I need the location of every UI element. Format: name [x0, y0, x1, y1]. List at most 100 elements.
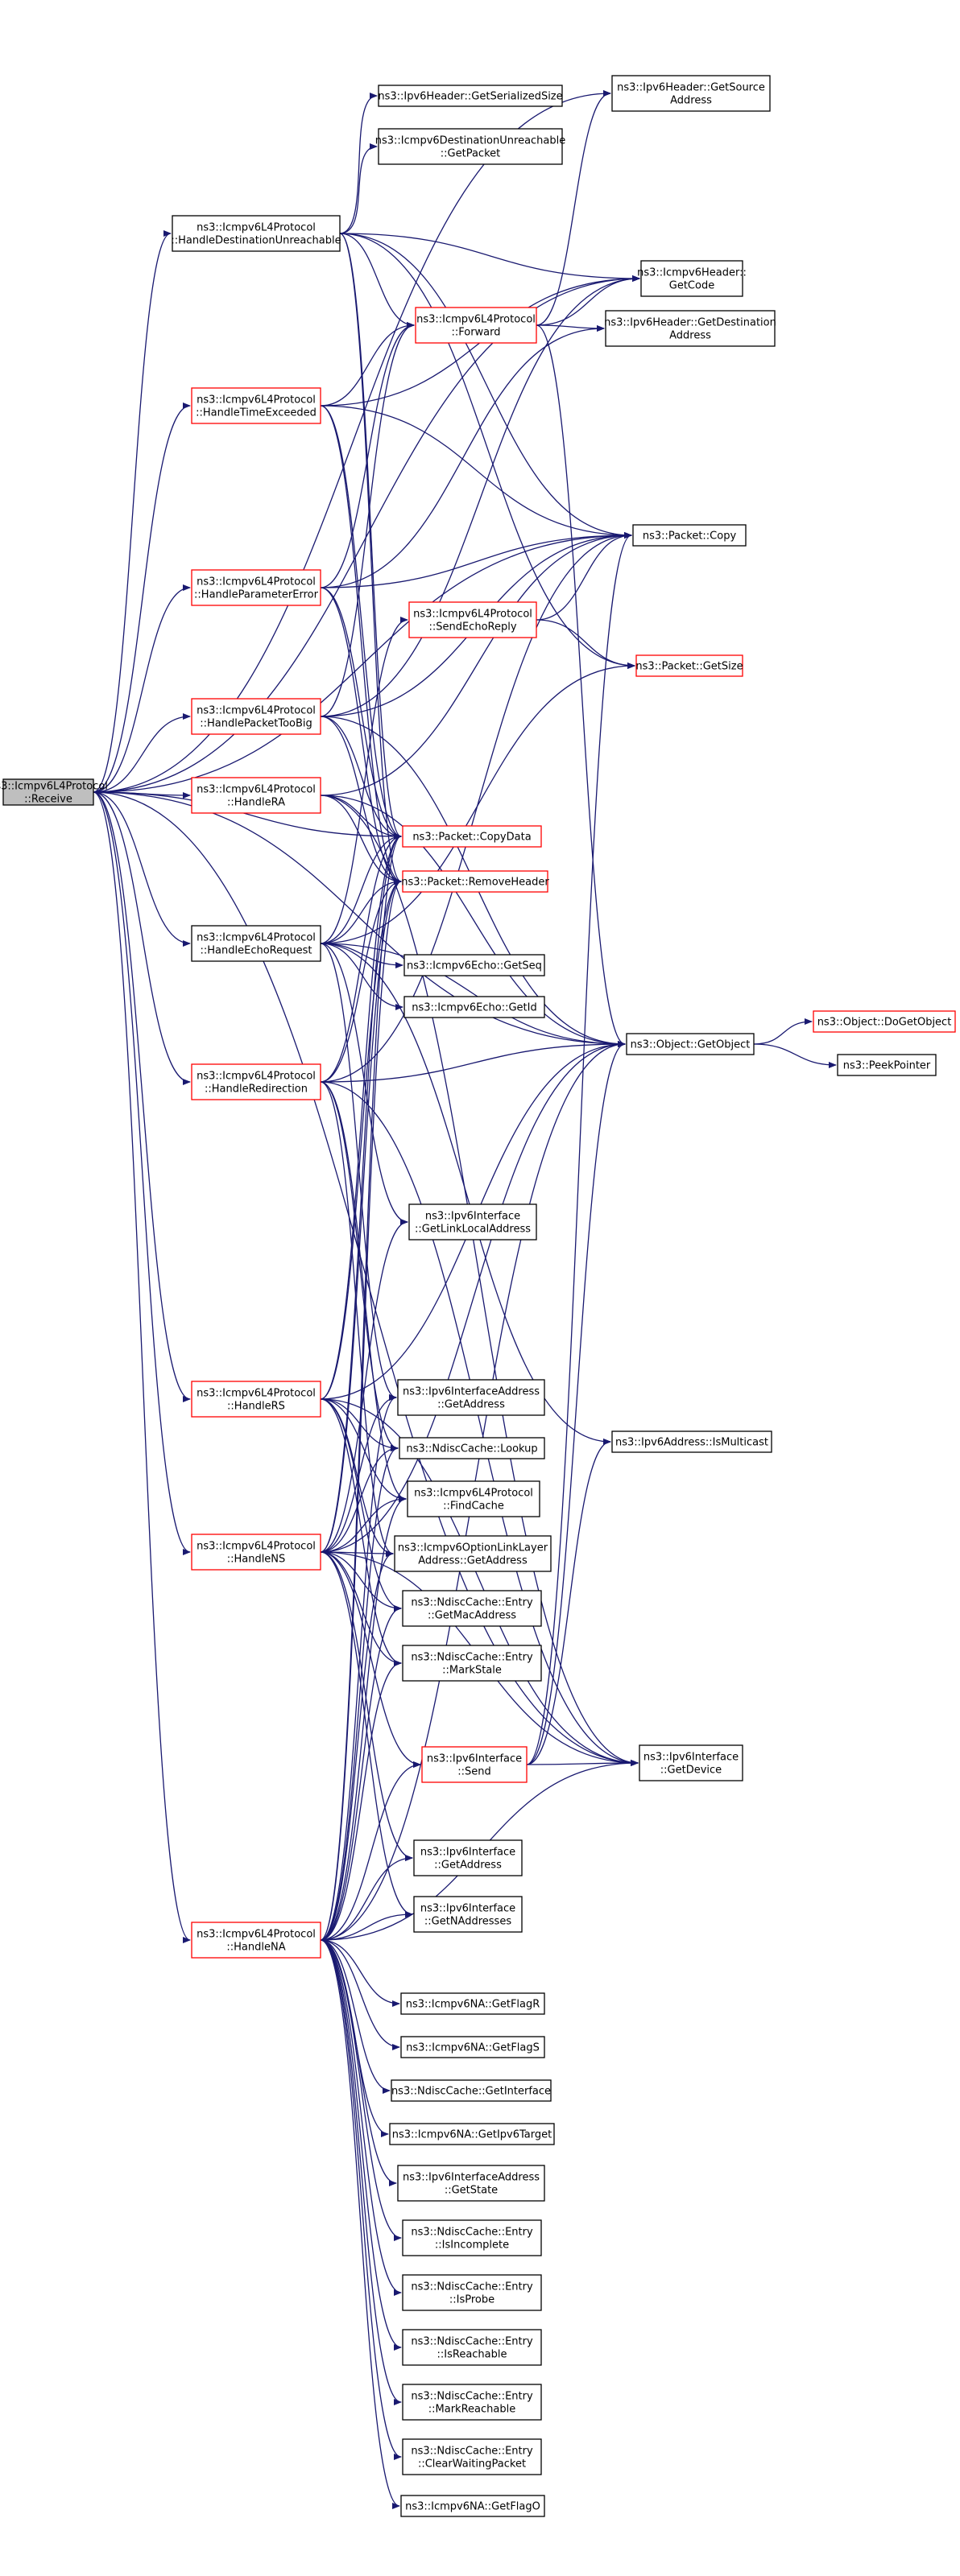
node-ipv6iface-getdevice[interactable]: ns3::Ipv6Interface::GetDevice	[639, 1744, 743, 1781]
node-label-ipv6iface-getnaddresses-line-1: ::GetNAddresses	[424, 1916, 511, 1928]
call-edge-handle-echo-request-to-packet-copydata	[320, 833, 402, 944]
call-edge-handle-redirection-to-packet-copy	[320, 532, 632, 1083]
node-label-handle-packet-too-big-line-0: ns3::Icmpv6L4Protocol	[197, 705, 316, 717]
call-edge-receive-to-handle-na	[93, 791, 191, 1943]
node-findcache[interactable]: ns3::Icmpv6L4Protocol::FindCache	[407, 1480, 540, 1517]
node-label-entry-clearwaitingpacket-line-0: ns3::NdiscCache::Entry	[411, 2446, 533, 2458]
node-icmpv6echo-getid[interactable]: ns3::Icmpv6Echo::GetId	[403, 996, 545, 1018]
node-ipv6address-ismulticast[interactable]: ns3::Ipv6Address::IsMulticast	[611, 1430, 772, 1453]
call-edge-handle-ns-to-ipv6iface-send	[320, 1551, 421, 1768]
node-ipv6hdr-serialized-size[interactable]: ns3::Ipv6Header::GetSerializedSize	[378, 85, 563, 107]
call-edge-handle-rs-to-packet-copydata	[320, 833, 402, 1400]
node-icmpv6na-getipv6target[interactable]: ns3::Icmpv6NA::GetIpv6Target	[389, 2123, 555, 2145]
node-entry-isincomplete[interactable]: ns3::NdiscCache::Entry::IsIncomplete	[402, 2219, 542, 2256]
node-handle-time-exceeded[interactable]: ns3::Icmpv6L4Protocol::HandleTimeExceede…	[191, 387, 321, 424]
call-edge-handle-param-error-to-forward	[320, 322, 415, 588]
node-packet-copy[interactable]: ns3::Packet::Copy	[632, 524, 747, 547]
call-edge-object-getobject-to-object-dogetobject	[753, 1018, 813, 1045]
node-icmpv6echo-getseq[interactable]: ns3::Icmpv6Echo::GetSeq	[403, 954, 545, 976]
call-edge-handle-ns-to-findcache	[320, 1496, 407, 1553]
node-icmpv6na-getflagr[interactable]: ns3::Icmpv6NA::GetFlagR	[400, 1992, 545, 2015]
node-handle-rs[interactable]: ns3::Icmpv6L4Protocol::HandleRS	[191, 1381, 321, 1418]
node-object-getobject[interactable]: ns3::Object::GetObject	[626, 1033, 755, 1055]
node-handle-na[interactable]: ns3::Icmpv6L4Protocol::HandleNA	[191, 1922, 321, 1959]
call-edge-handle-time-exceeded-to-packet-copydata	[320, 405, 402, 840]
call-edge-handle-ns-to-ipv6iface-getlinklocal	[320, 1219, 408, 1553]
call-edge-ipv6iface-send-to-ipv6address-ismulticast	[526, 1439, 611, 1765]
node-entry-isreachable[interactable]: ns3::NdiscCache::Entry::IsReachable	[402, 2329, 542, 2366]
node-label-icmpv6echo-getid-line-0: ns3::Icmpv6Echo::GetId	[412, 1002, 536, 1014]
node-entry-markstale[interactable]: ns3::NdiscCache::Entry::MarkStale	[402, 1645, 542, 1682]
node-handle-ra[interactable]: ns3::Icmpv6L4Protocol::HandleRA	[191, 777, 321, 814]
node-ndisccache-getinterface[interactable]: ns3::NdiscCache::GetInterface	[391, 2079, 552, 2102]
node-peekpointer[interactable]: ns3::PeekPointer	[837, 1054, 937, 1076]
node-label-ipv6iface-getdevice-line-1: ::GetDevice	[660, 1765, 722, 1777]
node-label-ndisccache-lookup-line-0: ns3::NdiscCache::Lookup	[406, 1443, 537, 1455]
node-ipv6iface-getlinklocal[interactable]: ns3::Ipv6Interface::GetLinkLocalAddress	[408, 1203, 537, 1241]
node-handle-packet-too-big[interactable]: ns3::Icmpv6L4Protocol::HandlePacketTooBi…	[191, 698, 321, 735]
call-edge-handle-dest-unreach-to-ipv6hdr-serialized-size	[339, 93, 378, 234]
call-edge-forward-to-icmpv6hdr-getcode	[536, 275, 640, 326]
node-ipv6iface-getaddress[interactable]: ns3::Ipv6Interface::GetAddress	[413, 1839, 523, 1876]
node-ipv6iface-getnaddresses[interactable]: ns3::Ipv6Interface::GetNAddresses	[413, 1896, 523, 1933]
node-ndisccache-lookup[interactable]: ns3::NdiscCache::Lookup	[399, 1437, 545, 1459]
node-label-icmpv6hdr-getcode-line-1: GetCode	[669, 280, 714, 292]
node-label-handle-na-line-1: ::HandleNA	[226, 1942, 285, 1954]
node-object-dogetobject[interactable]: ns3::Object::DoGetObject	[813, 1010, 956, 1033]
node-label-optlinklayer-getaddress-line-1: Address::GetAddress	[418, 1555, 528, 1567]
node-icmpv6-dest-unreach-getpacket[interactable]: ns3::Icmpv6DestinationUnreachable::GetPa…	[375, 128, 566, 165]
node-box-handle-redirection	[191, 1063, 321, 1100]
call-edge-handle-na-to-packet-copydata	[320, 833, 402, 1941]
node-box-handle-param-error	[191, 569, 321, 606]
call-edge-handle-na-to-ipv6iface-send	[320, 1761, 421, 1941]
node-label-handle-rs-line-0: ns3::Icmpv6L4Protocol	[197, 1388, 316, 1400]
call-edge-handle-packet-too-big-to-packet-removeheader	[320, 716, 402, 885]
node-entry-markreachable[interactable]: ns3::NdiscCache::Entry::MarkReachable	[402, 2384, 542, 2421]
call-edge-handle-na-to-entry-isincomplete	[320, 1939, 402, 2241]
call-edge-handle-ns-to-ipv6iface-getaddress	[320, 1551, 413, 1861]
node-label-ipv6iface-getnaddresses-line-0: ns3::Ipv6Interface	[420, 1903, 515, 1915]
node-forward[interactable]: ns3::Icmpv6L4Protocol::Forward	[415, 307, 537, 344]
node-icmpv6na-getflago[interactable]: ns3::Icmpv6NA::GetFlagO	[400, 2495, 545, 2517]
node-box-ipv6iface-getnaddresses	[413, 1896, 523, 1933]
node-entry-getmacaddress[interactable]: ns3::NdiscCache::Entry::GetMacAddress	[402, 1590, 542, 1627]
node-handle-ns[interactable]: ns3::Icmpv6L4Protocol::HandleNS	[191, 1534, 321, 1571]
node-ipv6iface-send[interactable]: ns3::Ipv6Interface::Send	[421, 1746, 528, 1783]
node-label-handle-time-exceeded-line-1: ::HandleTimeExceeded	[196, 407, 317, 419]
node-ipv6ifaceaddr-getstate[interactable]: ns3::Ipv6InterfaceAddress::GetState	[397, 2165, 545, 2202]
node-icmpv6na-getflags[interactable]: ns3::Icmpv6NA::GetFlagS	[400, 2036, 545, 2058]
call-edge-handle-na-to-entry-markreachable	[320, 1939, 402, 2405]
node-ipv6ifaceaddr-getaddress[interactable]: ns3::Ipv6InterfaceAddress::GetAddress	[397, 1379, 545, 1416]
node-optlinklayer-getaddress[interactable]: ns3::Icmpv6OptionLinkLayerAddress::GetAd…	[394, 1535, 552, 1572]
call-edge-receive-to-handle-rs	[93, 791, 191, 1402]
node-handle-dest-unreach[interactable]: ns3::Icmpv6L4Protocol::HandleDestination…	[171, 215, 341, 252]
node-icmpv6hdr-getcode[interactable]: ns3::Icmpv6Header::GetCode	[637, 260, 747, 297]
call-edge-handle-na-to-entry-clearwaitingpacket	[320, 1939, 402, 2460]
call-edge-handle-na-to-findcache	[320, 1496, 407, 1941]
node-handle-echo-request[interactable]: ns3::Icmpv6L4Protocol::HandleEchoRequest	[191, 925, 321, 962]
node-send-echo-reply[interactable]: ns3::Icmpv6L4Protocol::SendEchoReply	[408, 601, 537, 638]
node-packet-removeheader[interactable]: ns3::Packet::RemoveHeader	[401, 870, 549, 893]
node-packet-copydata[interactable]: ns3::Packet::CopyData	[402, 825, 542, 848]
node-box-object-getobject	[626, 1033, 755, 1055]
node-label-ipv6hdr-getsourceaddress-line-1: Address	[670, 95, 712, 107]
nodes-layer: ns3::Icmpv6L4Protocol::Receivens3::Icmpv…	[0, 75, 956, 2517]
node-entry-isprobe[interactable]: ns3::NdiscCache::Entry::IsProbe	[402, 2274, 542, 2311]
node-box-ipv6iface-getaddress	[413, 1839, 523, 1876]
call-edge-handle-na-to-ipv6iface-getaddress	[320, 1855, 413, 1941]
node-box-object-dogetobject	[813, 1010, 956, 1033]
call-edge-send-echo-reply-to-packet-getsize	[536, 619, 635, 669]
node-handle-param-error[interactable]: ns3::Icmpv6L4Protocol::HandleParameterEr…	[191, 569, 321, 606]
node-box-entry-isincomplete	[402, 2219, 542, 2256]
call-edge-forward-to-ipv6hdr-getsourceaddress	[536, 90, 611, 326]
node-handle-redirection[interactable]: ns3::Icmpv6L4Protocol::HandleRedirection	[191, 1063, 321, 1100]
node-packet-getsize[interactable]: ns3::Packet::GetSize	[635, 654, 743, 677]
call-edge-receive-to-handle-dest-unreach	[93, 230, 172, 793]
call-edge-receive-to-handle-time-exceeded	[93, 402, 191, 793]
node-box-ipv6ifaceaddr-getaddress	[397, 1379, 545, 1416]
node-entry-clearwaitingpacket[interactable]: ns3::NdiscCache::Entry::ClearWaitingPack…	[402, 2438, 542, 2475]
node-label-entry-isincomplete-line-1: ::IsIncomplete	[435, 2240, 509, 2252]
node-label-handle-echo-request-line-0: ns3::Icmpv6L4Protocol	[197, 932, 316, 944]
